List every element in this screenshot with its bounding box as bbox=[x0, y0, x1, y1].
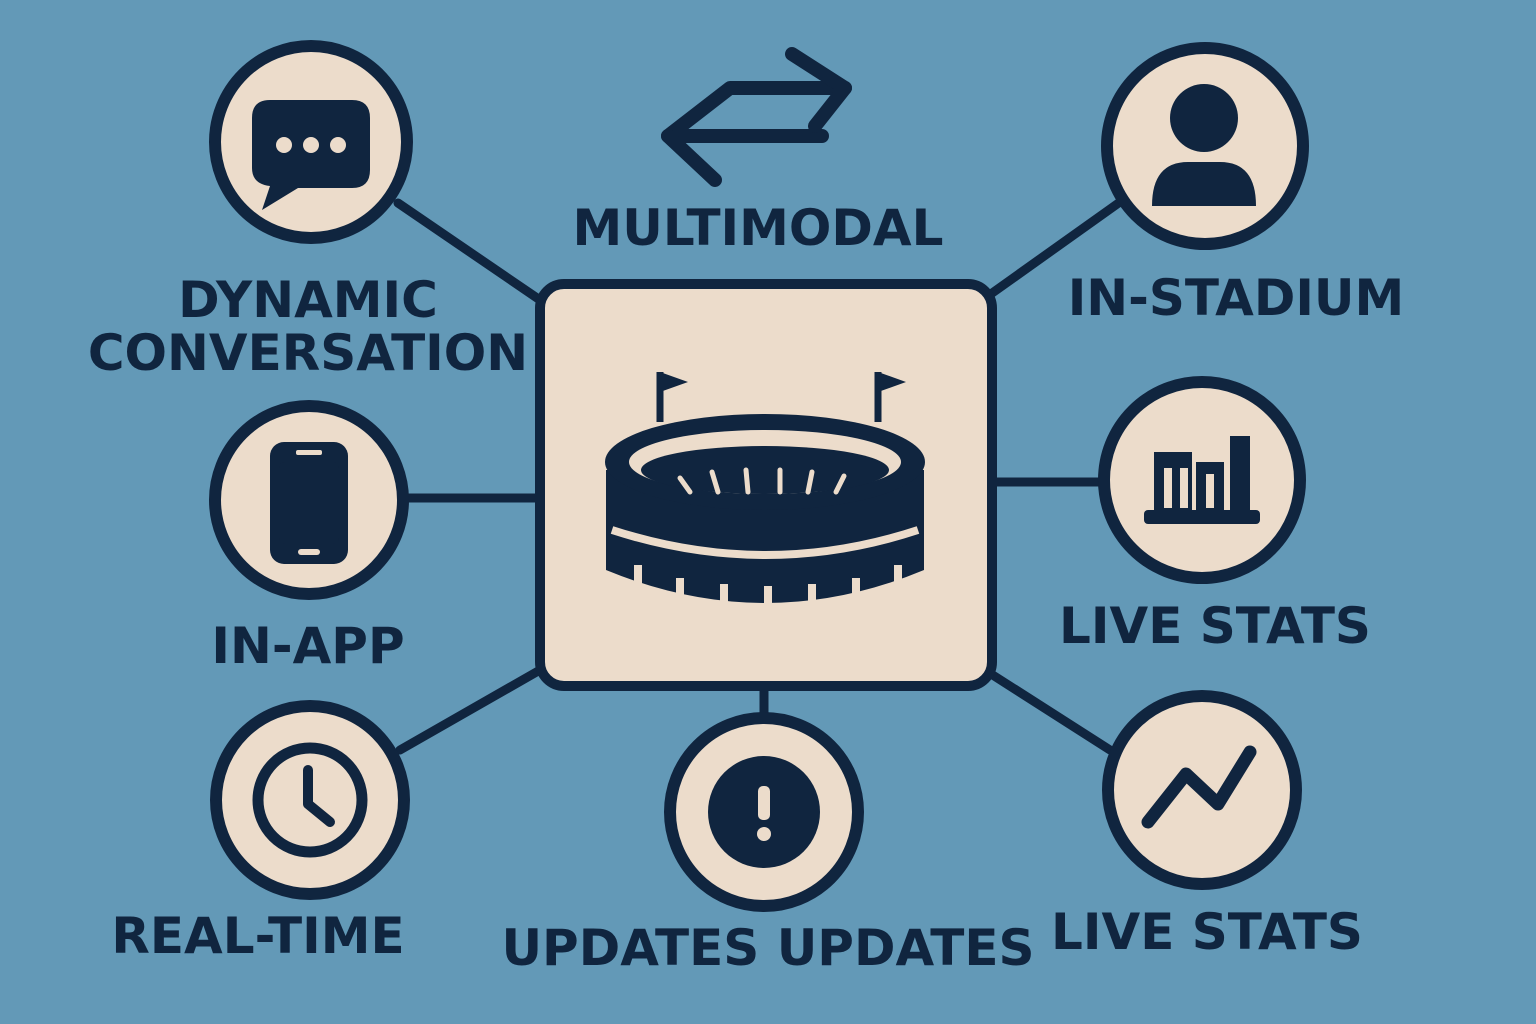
stadium-icon bbox=[605, 372, 925, 622]
hub-box bbox=[535, 279, 997, 691]
label-live-stats-bars: LIVE STATS bbox=[1059, 597, 1371, 655]
swap-arrows-icon bbox=[661, 47, 852, 187]
node-in-app bbox=[209, 400, 409, 600]
label-multimodal: MULTIMODAL bbox=[572, 199, 944, 257]
label-line: CONVERSATION bbox=[87, 323, 529, 382]
connectors bbox=[393, 197, 1125, 755]
node-updates bbox=[664, 712, 864, 912]
node-dynamic-conversation bbox=[209, 40, 413, 244]
connector-dynamic-conversation bbox=[393, 198, 545, 305]
label-real-time: REAL-TIME bbox=[111, 907, 405, 965]
connector-live-stats-trend bbox=[983, 667, 1115, 755]
connector-real-time bbox=[395, 665, 545, 755]
label-in-stadium: IN-STADIUM bbox=[1067, 269, 1405, 327]
bar-chart-icon bbox=[1144, 436, 1260, 524]
user-icon bbox=[1152, 84, 1256, 206]
node-real-time bbox=[210, 700, 410, 900]
node-in-stadium bbox=[1101, 42, 1309, 250]
smartphone-icon bbox=[270, 442, 348, 564]
clock-icon bbox=[252, 742, 368, 858]
node-live-stats-trend bbox=[1102, 690, 1302, 890]
label-dynamic-conversation: DYNAMIC CONVERSATION bbox=[88, 274, 528, 379]
trend-line-icon bbox=[1141, 745, 1257, 829]
label-live-stats-trend: LIVE STATS bbox=[1051, 903, 1363, 961]
connector-in-stadium bbox=[983, 197, 1125, 301]
alert-icon bbox=[708, 756, 820, 868]
label-updates: UPDATES UPDATES bbox=[501, 919, 1035, 977]
label-line: DYNAMIC bbox=[178, 271, 438, 329]
chat-bubble-icon bbox=[252, 100, 370, 210]
label-in-app: IN-APP bbox=[211, 617, 405, 675]
node-live-stats-bars bbox=[1098, 376, 1306, 584]
